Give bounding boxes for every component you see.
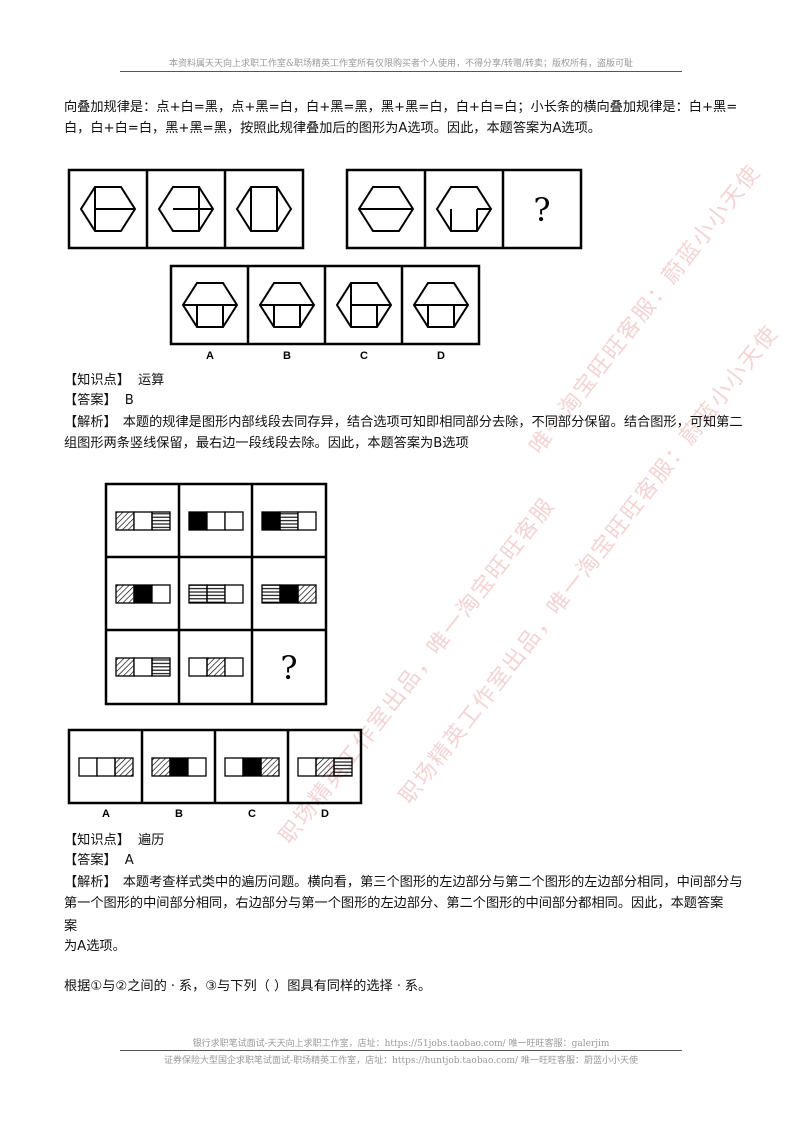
puzzle2-cell-r1c2 (188, 511, 244, 531)
q1-analysis: 【解析】本题的规律是图形内部线段去同存异，结合选项可知即相同部分去除，不同部分保… (64, 412, 754, 454)
puzzle2-cell-r3c1 (115, 657, 171, 677)
puzzle1-option-b-label: B (283, 350, 291, 362)
puzzle2-option-a-label: A (102, 808, 110, 820)
puzzle1-option-a-figure (181, 282, 239, 328)
q2-analysis-text: 本题考查样式类中的遍历问题。横向看，第三个图形的左边部分与第二个图形的左边部分相… (64, 875, 743, 911)
q2-answer-label: 【答案】 (64, 853, 117, 868)
puzzle2-option-d-label: D (321, 808, 329, 820)
puzzle1-option-c-label: C (360, 350, 368, 362)
q1-answer-value: B (124, 393, 134, 408)
footer-line-2: 证券保险大型国企求职笔试面试-职场精英工作室，店址：https://huntjo… (120, 1050, 682, 1066)
puzzle1-option-b-figure (258, 282, 316, 328)
q1-analysis-label: 【解析】 (64, 415, 117, 430)
q1-knowledge-row: 【知识点】运算 (64, 372, 164, 390)
q2-answer-value: A (124, 853, 134, 868)
puzzle2-option-b-label: B (175, 808, 183, 820)
puzzle2-cell-r2c2 (188, 584, 244, 604)
puzzle1-cell-5 (435, 186, 493, 232)
puzzle2-option-a-figure (78, 757, 134, 777)
puzzle1-figure: ? (67, 168, 583, 362)
puzzle1-option-d-label: D (437, 350, 445, 362)
intro-paragraph: 向叠加规律是：点+白=黑，点+黑=白，白+黑=黑，黑+黑=白，白+白=白；小长条… (64, 100, 738, 136)
puzzle2-cell-r2c1 (115, 584, 171, 604)
q2-analysis-line3: 为A选项。 (64, 939, 126, 954)
q1-knowledge-value: 运算 (137, 373, 165, 388)
puzzle2-cell-r1c1 (115, 511, 171, 531)
q2-knowledge-label: 【知识点】 (64, 833, 130, 848)
puzzle2-cell-r1c3 (261, 511, 317, 531)
puzzle2-option-d-figure (297, 757, 353, 777)
puzzle1-cell-1 (79, 186, 137, 232)
puzzle2-option-b-figure (151, 757, 207, 777)
puzzle1-cell-2 (157, 186, 215, 232)
puzzle1-cell-4 (357, 186, 415, 232)
puzzle2-option-c-figure (224, 757, 280, 777)
q1-knowledge-label: 【知识点】 (64, 373, 130, 388)
puzzle1-option-c-figure (335, 282, 393, 328)
q1-answer-row: 【答案】 B (64, 392, 134, 410)
q2-knowledge-value: 遍历 (137, 833, 165, 848)
puzzle1-option-a-label: A (206, 350, 214, 362)
q2-answer-row: 【答案】 A (64, 852, 134, 870)
q2-analysis-label: 【解析】 (64, 875, 117, 890)
footer-line-1: 银行求职笔试面试-天天向上求职工作室，店址：https://51jobs.tao… (192, 1039, 610, 1049)
puzzle2-cell-r2c3 (261, 584, 317, 604)
q1-analysis-text: 本题的规律是图形内部线段去同存异，结合选项可知即相同部分去除，不同部分保留。结合… (64, 415, 743, 451)
page-header-notice: 本资料属天天向上求职工作室&职场精英工作室所有仅限购买者个人使用，不得分享/转赠… (120, 56, 682, 72)
puzzle2-option-c-label: C (248, 808, 256, 820)
puzzle2-question-mark: ? (280, 649, 297, 687)
q2-analysis: 【解析】本题考查样式类中的遍历问题。横向看，第三个图形的左边部分与第二个图形的左… (64, 872, 754, 914)
puzzle1-question-mark: ? (533, 191, 550, 229)
puzzle1-cell-3 (235, 186, 293, 232)
next-question-stem: 根据①与②之间的ㆍ系，③与下列（ ）图具有同样的选择ㆍ系。 (64, 979, 432, 994)
q2-analysis-line2: 案 (64, 919, 78, 934)
puzzle2-figure: ? A B C D (67, 482, 363, 820)
q2-knowledge-row: 【知识点】遍历 (64, 832, 164, 850)
puzzle2-cell-r3c2 (188, 657, 244, 677)
q1-answer-label: 【答案】 (64, 393, 117, 408)
puzzle1-option-d-figure (412, 282, 470, 328)
